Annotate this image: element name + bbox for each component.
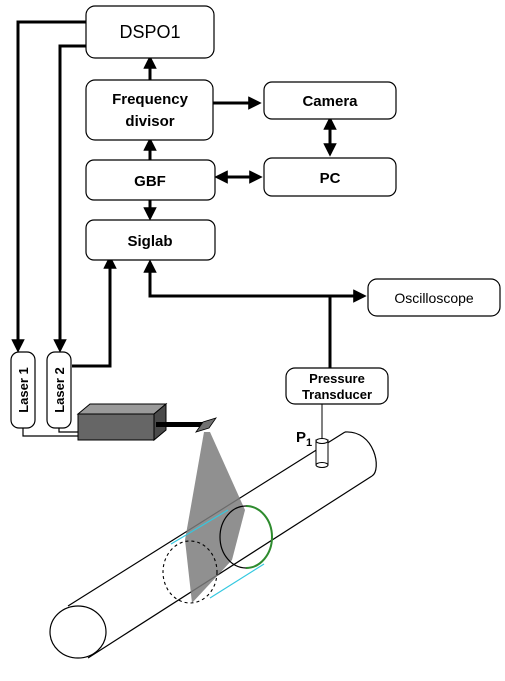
dspo1-to-laser2-wire: [53, 44, 86, 353]
camera-block: Camera: [263, 81, 397, 120]
gbf-block: GBF: [85, 159, 216, 201]
frequency-divisor-label-line2: divisor: [125, 113, 174, 130]
siglab-block: Siglab: [85, 219, 216, 261]
dspo1-to-laser1-wire: [11, 20, 86, 353]
connection-wires: [11, 20, 367, 368]
pressure-transducer-block: Pressure Transducer: [285, 367, 389, 405]
laser-beam: [156, 422, 206, 427]
laser2-to-siglab-wire: [72, 255, 117, 368]
probe-label: P1: [296, 429, 312, 449]
pc-block: PC: [263, 157, 397, 197]
laser1-fibre: [22, 428, 78, 437]
mirror: [195, 417, 217, 433]
siglab-to-oscilloscope-wire: [143, 259, 367, 303]
gbf-label: GBF: [134, 173, 166, 190]
laser1-label: Laser 1: [16, 367, 31, 413]
laser1-block: Laser 1: [10, 351, 36, 429]
frequency-divisor-label-line1: Frequency: [112, 91, 189, 108]
pc-label: PC: [320, 170, 341, 187]
section-ring-dashed: [162, 540, 218, 604]
section-edge-bottom: [209, 563, 265, 599]
frequency-divisor-block: Frequency divisor: [85, 79, 214, 141]
pipe: [49, 431, 377, 659]
laser-optics-box: [76, 402, 168, 442]
dspo1-block: DSPO1: [85, 5, 215, 59]
pressure-transducer-label-line1: Pressure: [309, 371, 365, 386]
pressure-probe: [315, 404, 329, 468]
probe-subscript: 1: [306, 437, 312, 449]
laser2-label: Laser 2: [52, 367, 67, 413]
camera-label: Camera: [302, 93, 358, 110]
oscilloscope-block: Oscilloscope: [367, 278, 501, 317]
section-ring-green-arc: [245, 505, 273, 569]
laser2-block: Laser 2: [46, 351, 72, 429]
laser2-fibre: [58, 428, 78, 433]
siglab-label: Siglab: [127, 233, 172, 250]
oscilloscope-label: Oscilloscope: [394, 290, 474, 306]
section-edge-top: [170, 509, 229, 545]
dspo1-label: DSPO1: [119, 22, 180, 42]
pressure-transducer-label-line2: Transducer: [302, 387, 372, 402]
